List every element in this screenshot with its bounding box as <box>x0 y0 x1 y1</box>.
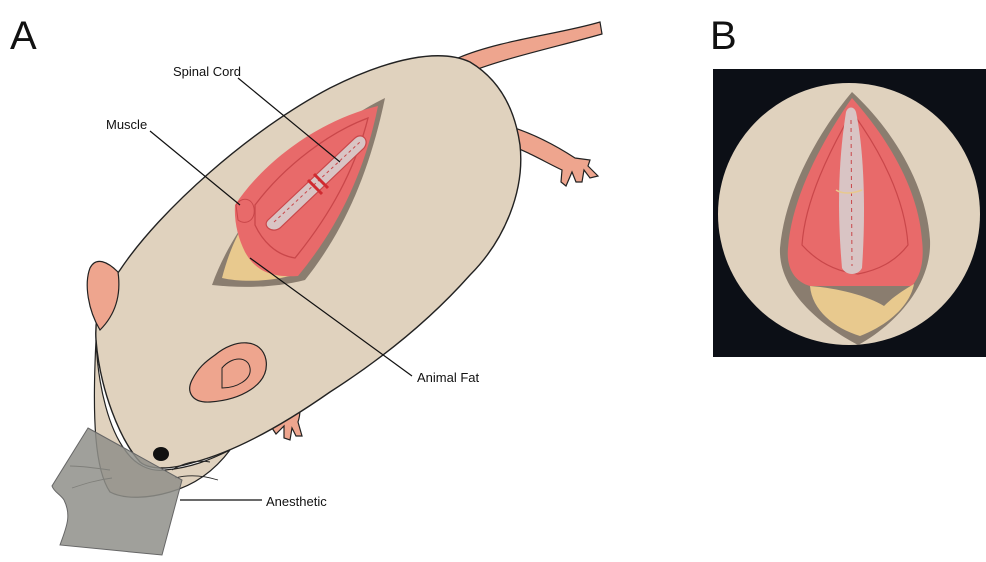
panel-label-a: A <box>10 16 37 56</box>
label-muscle: Muscle <box>106 117 147 132</box>
panel-label-b: B <box>710 16 737 56</box>
label-spinal-cord: Spinal Cord <box>173 64 241 79</box>
panel-b-closeup <box>713 69 986 357</box>
label-anesthetic: Anesthetic <box>266 494 327 509</box>
panel-a-mouse <box>52 22 602 555</box>
muscle-bulge <box>236 199 254 222</box>
label-animal-fat: Animal Fat <box>417 370 479 385</box>
mouse-tail <box>458 22 602 72</box>
mouse-eye <box>153 447 169 461</box>
